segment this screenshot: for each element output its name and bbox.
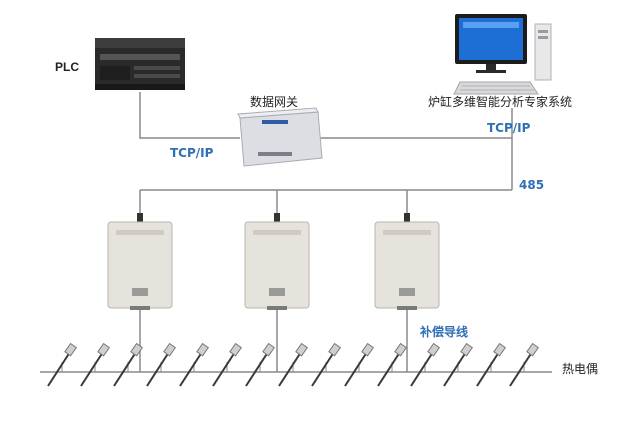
plc-label: PLC (55, 60, 79, 74)
plc-to-gateway-line (139, 92, 240, 139)
thermocouple-probe (47, 342, 78, 387)
thermocouple-probe (146, 342, 177, 387)
expert-system-label: 炉缸多维智能分析专家系统 (428, 95, 573, 109)
thermocouple-probe (509, 342, 540, 387)
thermocouple-probe (278, 342, 309, 387)
plc-device (95, 38, 185, 90)
gateway-to-expert-line (318, 108, 513, 139)
rs485-label: 485 (519, 178, 545, 192)
expert-system-computer (453, 14, 552, 95)
collector-box-2 (244, 213, 310, 310)
thermocouple-probe (344, 342, 375, 387)
collector-box-1 (107, 213, 173, 310)
thermocouple-probe (410, 342, 441, 387)
thermocouple-probe (245, 342, 276, 387)
thermocouple-probe (80, 342, 111, 387)
tcpip-left-label: TCP/IP (170, 146, 214, 160)
tcpip-right-label: TCP/IP (487, 121, 531, 135)
connection-lines (40, 92, 552, 373)
thermocouple-probe (179, 342, 210, 387)
thermocouple-probe (377, 342, 408, 387)
gateway-label: 数据网关 (250, 95, 299, 109)
thermocouple-probe (476, 342, 507, 387)
thermocouple-probe (113, 342, 144, 387)
thermocouple-row (47, 342, 540, 387)
thermocouple-probe (443, 342, 474, 387)
collector-box-3 (374, 213, 440, 310)
thermocouple-probe (212, 342, 243, 387)
compensation-wire-label: 补偿导线 (420, 325, 469, 339)
data-gateway-device (237, 107, 323, 167)
thermocouple-probe (311, 342, 342, 387)
thermocouple-label: 热电偶 (562, 362, 599, 376)
